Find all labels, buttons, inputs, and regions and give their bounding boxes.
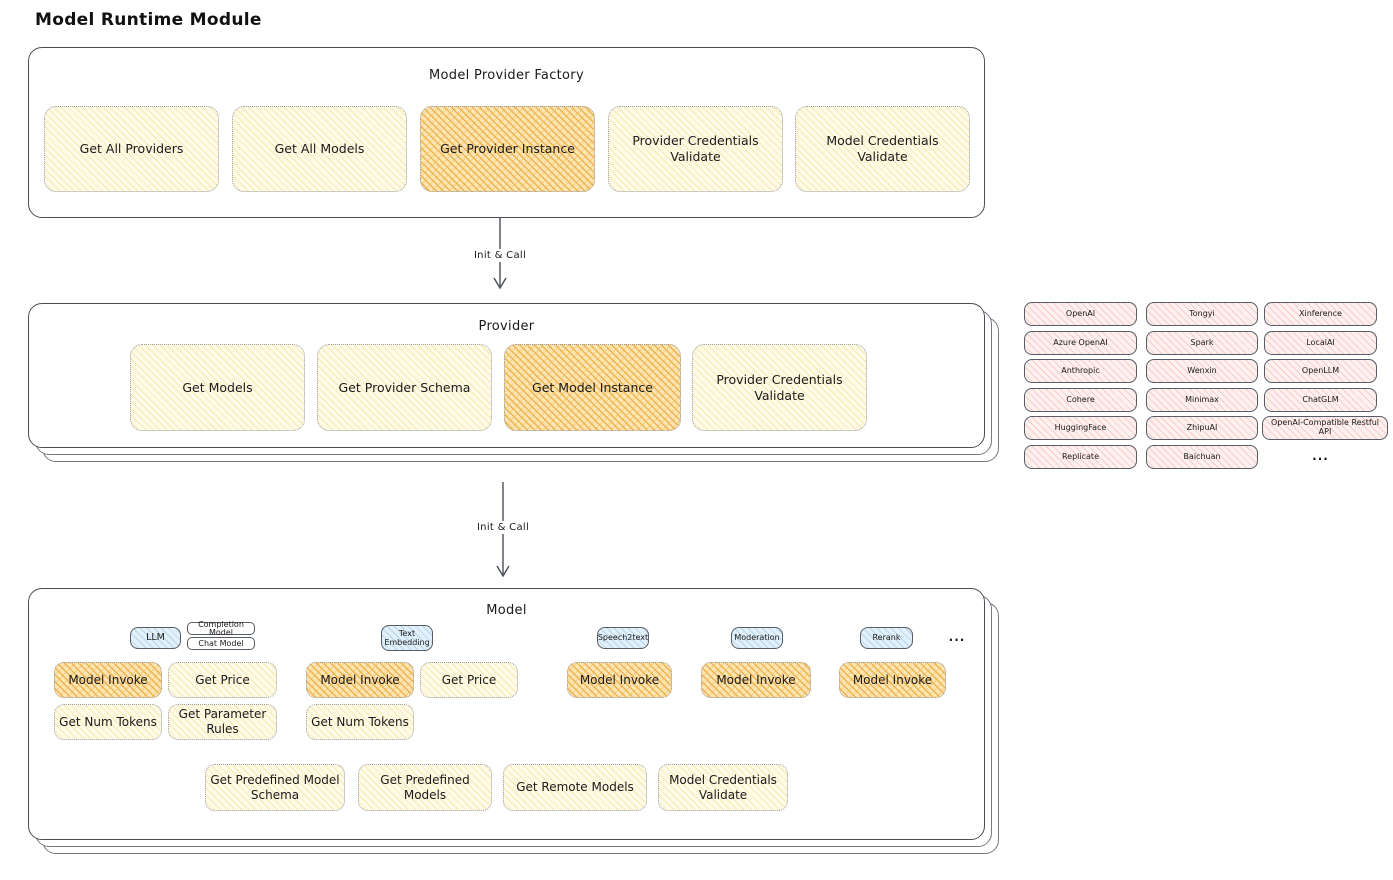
provider-chip-chatglm: ChatGLM	[1264, 388, 1377, 412]
provider-chip-openai-compatible-restful-api: OpenAI-Compatible Restful API	[1262, 416, 1388, 440]
provider-chip-openllm: OpenLLM	[1264, 359, 1377, 383]
provider-chip-minimax: Minimax	[1146, 388, 1258, 412]
rerank-model-invoke-box: Model Invoke	[839, 662, 946, 698]
factory-box-model-credentials-validate: Model Credentials Validate	[795, 106, 970, 192]
provider-chip-openai: OpenAI	[1024, 302, 1137, 326]
provider-label: Provider	[478, 319, 535, 334]
arrow-init-call-2-label: Init & Call	[465, 521, 541, 534]
factory-label: Model Provider Factory	[429, 68, 584, 83]
get-predefined-models-box: Get Predefined Models	[358, 764, 492, 811]
get-predefined-model-schema-box: Get Predefined Model Schema	[205, 764, 345, 811]
model-type-tag-llm: LLM	[130, 627, 181, 649]
text-embedding-get-price-box: Get Price	[420, 662, 518, 698]
text-embedding-model-invoke-box: Model Invoke	[306, 662, 414, 698]
model-credentials-validate-box: Model Credentials Validate	[658, 764, 788, 811]
factory-box-get-all-providers: Get All Providers	[44, 106, 219, 192]
model-type-tag-text-embedding: Text Embedding	[381, 625, 433, 651]
provider-chip-zhipuai: ZhipuAI	[1146, 416, 1258, 440]
provider-box-get-model-instance: Get Model Instance	[504, 344, 681, 431]
provider-chip-xinference: Xinference	[1264, 302, 1377, 326]
provider-box-provider-credentials-validate: Provider Credentials Validate	[692, 344, 867, 431]
factory-box-get-all-models: Get All Models	[232, 106, 407, 192]
model-subtype-completion-model: Completion Model	[187, 620, 255, 636]
provider-chip-huggingface: HuggingFace	[1024, 416, 1137, 440]
model-types-more-ellipsis: ...	[948, 630, 966, 644]
speech2text-model-invoke-box: Model Invoke	[567, 662, 672, 698]
provider-chip-spark: Spark	[1146, 331, 1258, 355]
provider-chip-replicate: Replicate	[1024, 445, 1137, 469]
provider-chip-azure-openai: Azure OpenAI	[1024, 331, 1137, 355]
provider-chips-more-ellipsis: ...	[1312, 449, 1329, 463]
llm-get-parameter-rules-box: Get Parameter Rules	[168, 704, 277, 740]
provider-chip-cohere: Cohere	[1024, 388, 1137, 412]
arrow-init-call-1-label: Init & Call	[462, 249, 538, 262]
provider-chip-localai: LocalAI	[1264, 331, 1377, 355]
model-type-tag-rerank: Rerank	[860, 627, 913, 649]
get-remote-models-box: Get Remote Models	[503, 764, 647, 811]
diagram-title: Model Runtime Module	[35, 10, 262, 30]
model-type-tag-speech2text: Speech2text	[597, 627, 649, 649]
provider-box-get-models: Get Models	[130, 344, 305, 431]
llm-get-price-box: Get Price	[168, 662, 277, 698]
model-type-tag-moderation: Moderation	[731, 627, 783, 649]
model-label: Model	[486, 603, 527, 618]
provider-chip-baichuan: Baichuan	[1146, 445, 1258, 469]
provider-box-get-provider-schema: Get Provider Schema	[317, 344, 492, 431]
text-embedding-get-num-tokens-box: Get Num Tokens	[306, 704, 414, 740]
model-subtype-chat-model: Chat Model	[187, 637, 255, 650]
factory-box-provider-credentials-validate: Provider Credentials Validate	[608, 106, 783, 192]
factory-box-get-provider-instance: Get Provider Instance	[420, 106, 595, 192]
llm-get-num-tokens-box: Get Num Tokens	[54, 704, 162, 740]
moderation-model-invoke-box: Model Invoke	[701, 662, 811, 698]
llm-model-invoke-box: Model Invoke	[54, 662, 162, 698]
provider-chip-wenxin: Wenxin	[1146, 359, 1258, 383]
provider-chip-anthropic: Anthropic	[1024, 359, 1137, 383]
provider-chip-tongyi: Tongyi	[1146, 302, 1258, 326]
